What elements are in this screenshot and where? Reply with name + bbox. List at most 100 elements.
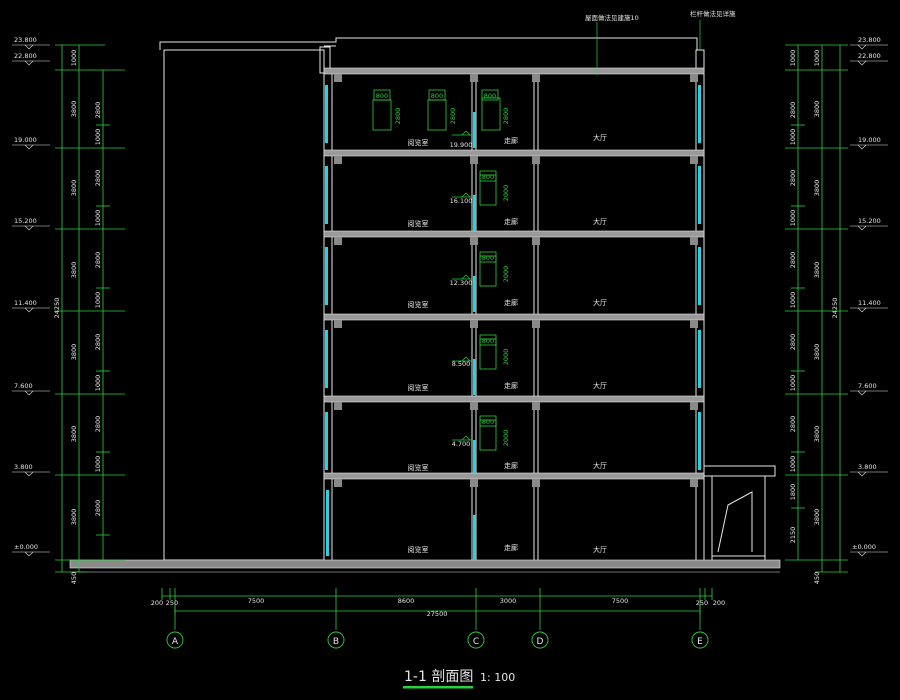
dim-label: 3800 — [813, 180, 821, 197]
adjacent-volume — [163, 49, 325, 561]
level-label: 3.800 — [14, 463, 33, 471]
dim-label: 3800 — [70, 509, 78, 526]
room-label: 走廊 — [504, 298, 518, 307]
dim-label: 1000 — [789, 456, 797, 473]
title-underline — [403, 686, 473, 689]
level-label: 19.000 — [14, 136, 37, 144]
sill-level-label: 12.300 — [450, 279, 473, 287]
left-dimension-lines — [55, 44, 125, 573]
window-width-label: 800 — [482, 254, 494, 262]
level-label: ±0.000 — [14, 543, 38, 551]
dim-label: 1000 — [94, 210, 102, 227]
dim-label: 450 — [813, 572, 821, 584]
dim-label: 250 — [696, 599, 708, 607]
room-label: 大厅 — [593, 545, 607, 554]
window-height-label: 2800 — [449, 108, 457, 125]
sill-levels: 19.900 16.100 12.300 8.500 4.700 — [450, 141, 473, 448]
sill-level-label: 19.900 — [450, 141, 473, 149]
dim-label: 3800 — [70, 426, 78, 443]
bottom-dim-texts: 200 250 7500 8600 3000 7500 250 200 2750… — [151, 597, 725, 618]
dim-label: 1000 — [94, 292, 102, 309]
dim-label: 3000 — [500, 597, 517, 605]
window-height-label: 2000 — [502, 430, 510, 447]
total-height-label: 24250 — [53, 298, 61, 319]
sill-level-label: 8.500 — [452, 360, 471, 368]
axis-label: B — [333, 637, 339, 647]
level-label: 23.800 — [858, 36, 881, 44]
level-label: 23.800 — [14, 36, 37, 44]
dim-label: 1000 — [94, 129, 102, 146]
sill-level-label: 4.700 — [452, 440, 471, 448]
level-label: 3.800 — [858, 463, 877, 471]
room-label: 走廊 — [504, 461, 518, 470]
high-window-1 — [372, 99, 392, 131]
room-label: 大厅 — [593, 461, 607, 470]
dim-label: 450 — [70, 572, 78, 584]
dim-label: 3800 — [813, 509, 821, 526]
room-label: 大厅 — [593, 381, 607, 390]
parapet-note: 栏杆做法见详施 — [690, 9, 736, 18]
level-label: 7.600 — [14, 382, 33, 390]
dim-label: 3800 — [813, 101, 821, 118]
dim-label: 2800 — [94, 334, 102, 351]
window-width-label: 800 — [484, 92, 496, 100]
dim-label: 3800 — [70, 262, 78, 279]
dim-label: 1000 — [813, 50, 821, 67]
room-label: 大厅 — [593, 217, 607, 226]
dim-label: 1000 — [789, 292, 797, 309]
level-label: 15.200 — [14, 217, 37, 225]
room-label: 大厅 — [593, 298, 607, 307]
window-height-label: 2000 — [502, 266, 510, 283]
room-label: 阅览室 — [408, 138, 429, 147]
window-height-label: 2800 — [502, 108, 510, 125]
dim-label: 2800 — [789, 170, 797, 187]
axis-label: E — [697, 637, 703, 647]
dim-label: 7500 — [612, 597, 629, 605]
building-section — [159, 37, 705, 561]
window-height-label: 2000 — [502, 185, 510, 202]
room-label: 走廊 — [504, 217, 518, 226]
dim-label: 3800 — [813, 344, 821, 361]
right-dimension-lines — [785, 44, 848, 573]
dim-label: 1000 — [70, 50, 78, 67]
total-width-label: 27500 — [427, 610, 448, 618]
dim-label: 8600 — [398, 597, 415, 605]
dim-label: 3800 — [813, 426, 821, 443]
room-label: 阅览室 — [408, 300, 429, 309]
right-levels: 23.800 22.800 19.000 15.200 11.400 7.600… — [852, 36, 881, 551]
level-label: 7.600 — [858, 382, 877, 390]
dim-label: 250 — [166, 599, 178, 607]
dim-label: 2800 — [789, 102, 797, 119]
floor-slabs — [323, 67, 705, 480]
room-label: 阅览室 — [408, 463, 429, 472]
room-label: 阅览室 — [408, 545, 429, 554]
room-label: 阅览室 — [408, 219, 429, 228]
dim-label: 1000 — [789, 375, 797, 392]
window-width-label: 800 — [482, 337, 494, 345]
axis-label: A — [172, 637, 179, 647]
high-window-2 — [427, 99, 447, 131]
level-label: 19.000 — [858, 136, 881, 144]
dim-label: 200 — [713, 599, 725, 607]
sill-level-label: 16.100 — [450, 197, 473, 205]
note-leaders — [596, 20, 701, 75]
total-height-label: 24250 — [831, 298, 839, 319]
dim-label: 1000 — [789, 50, 797, 67]
room-label: 大厅 — [593, 133, 607, 142]
bottom-dimension-lines — [161, 588, 713, 630]
level-label: 22.800 — [14, 52, 37, 60]
dim-label: 1000 — [789, 210, 797, 227]
window-height-label: 2000 — [502, 349, 510, 366]
window-height-label: 2800 — [394, 108, 402, 125]
glazing — [325, 85, 701, 560]
dim-label: 3800 — [70, 344, 78, 361]
level-label: 11.400 — [14, 299, 37, 307]
roof-note: 屋面做法见建施10 — [585, 13, 639, 22]
dim-label: 200 — [151, 599, 163, 607]
room-labels: 阅览室 走廊 大厅 阅览室 走廊 大厅 阅览室 走廊 大厅 阅览室 走廊 大厅 … — [408, 133, 608, 554]
dim-label: 7500 — [248, 597, 265, 605]
dim-label: 1000 — [789, 129, 797, 146]
ground-line — [69, 559, 781, 573]
dim-label: 2800 — [94, 500, 102, 517]
dim-label: 2800 — [94, 102, 102, 119]
